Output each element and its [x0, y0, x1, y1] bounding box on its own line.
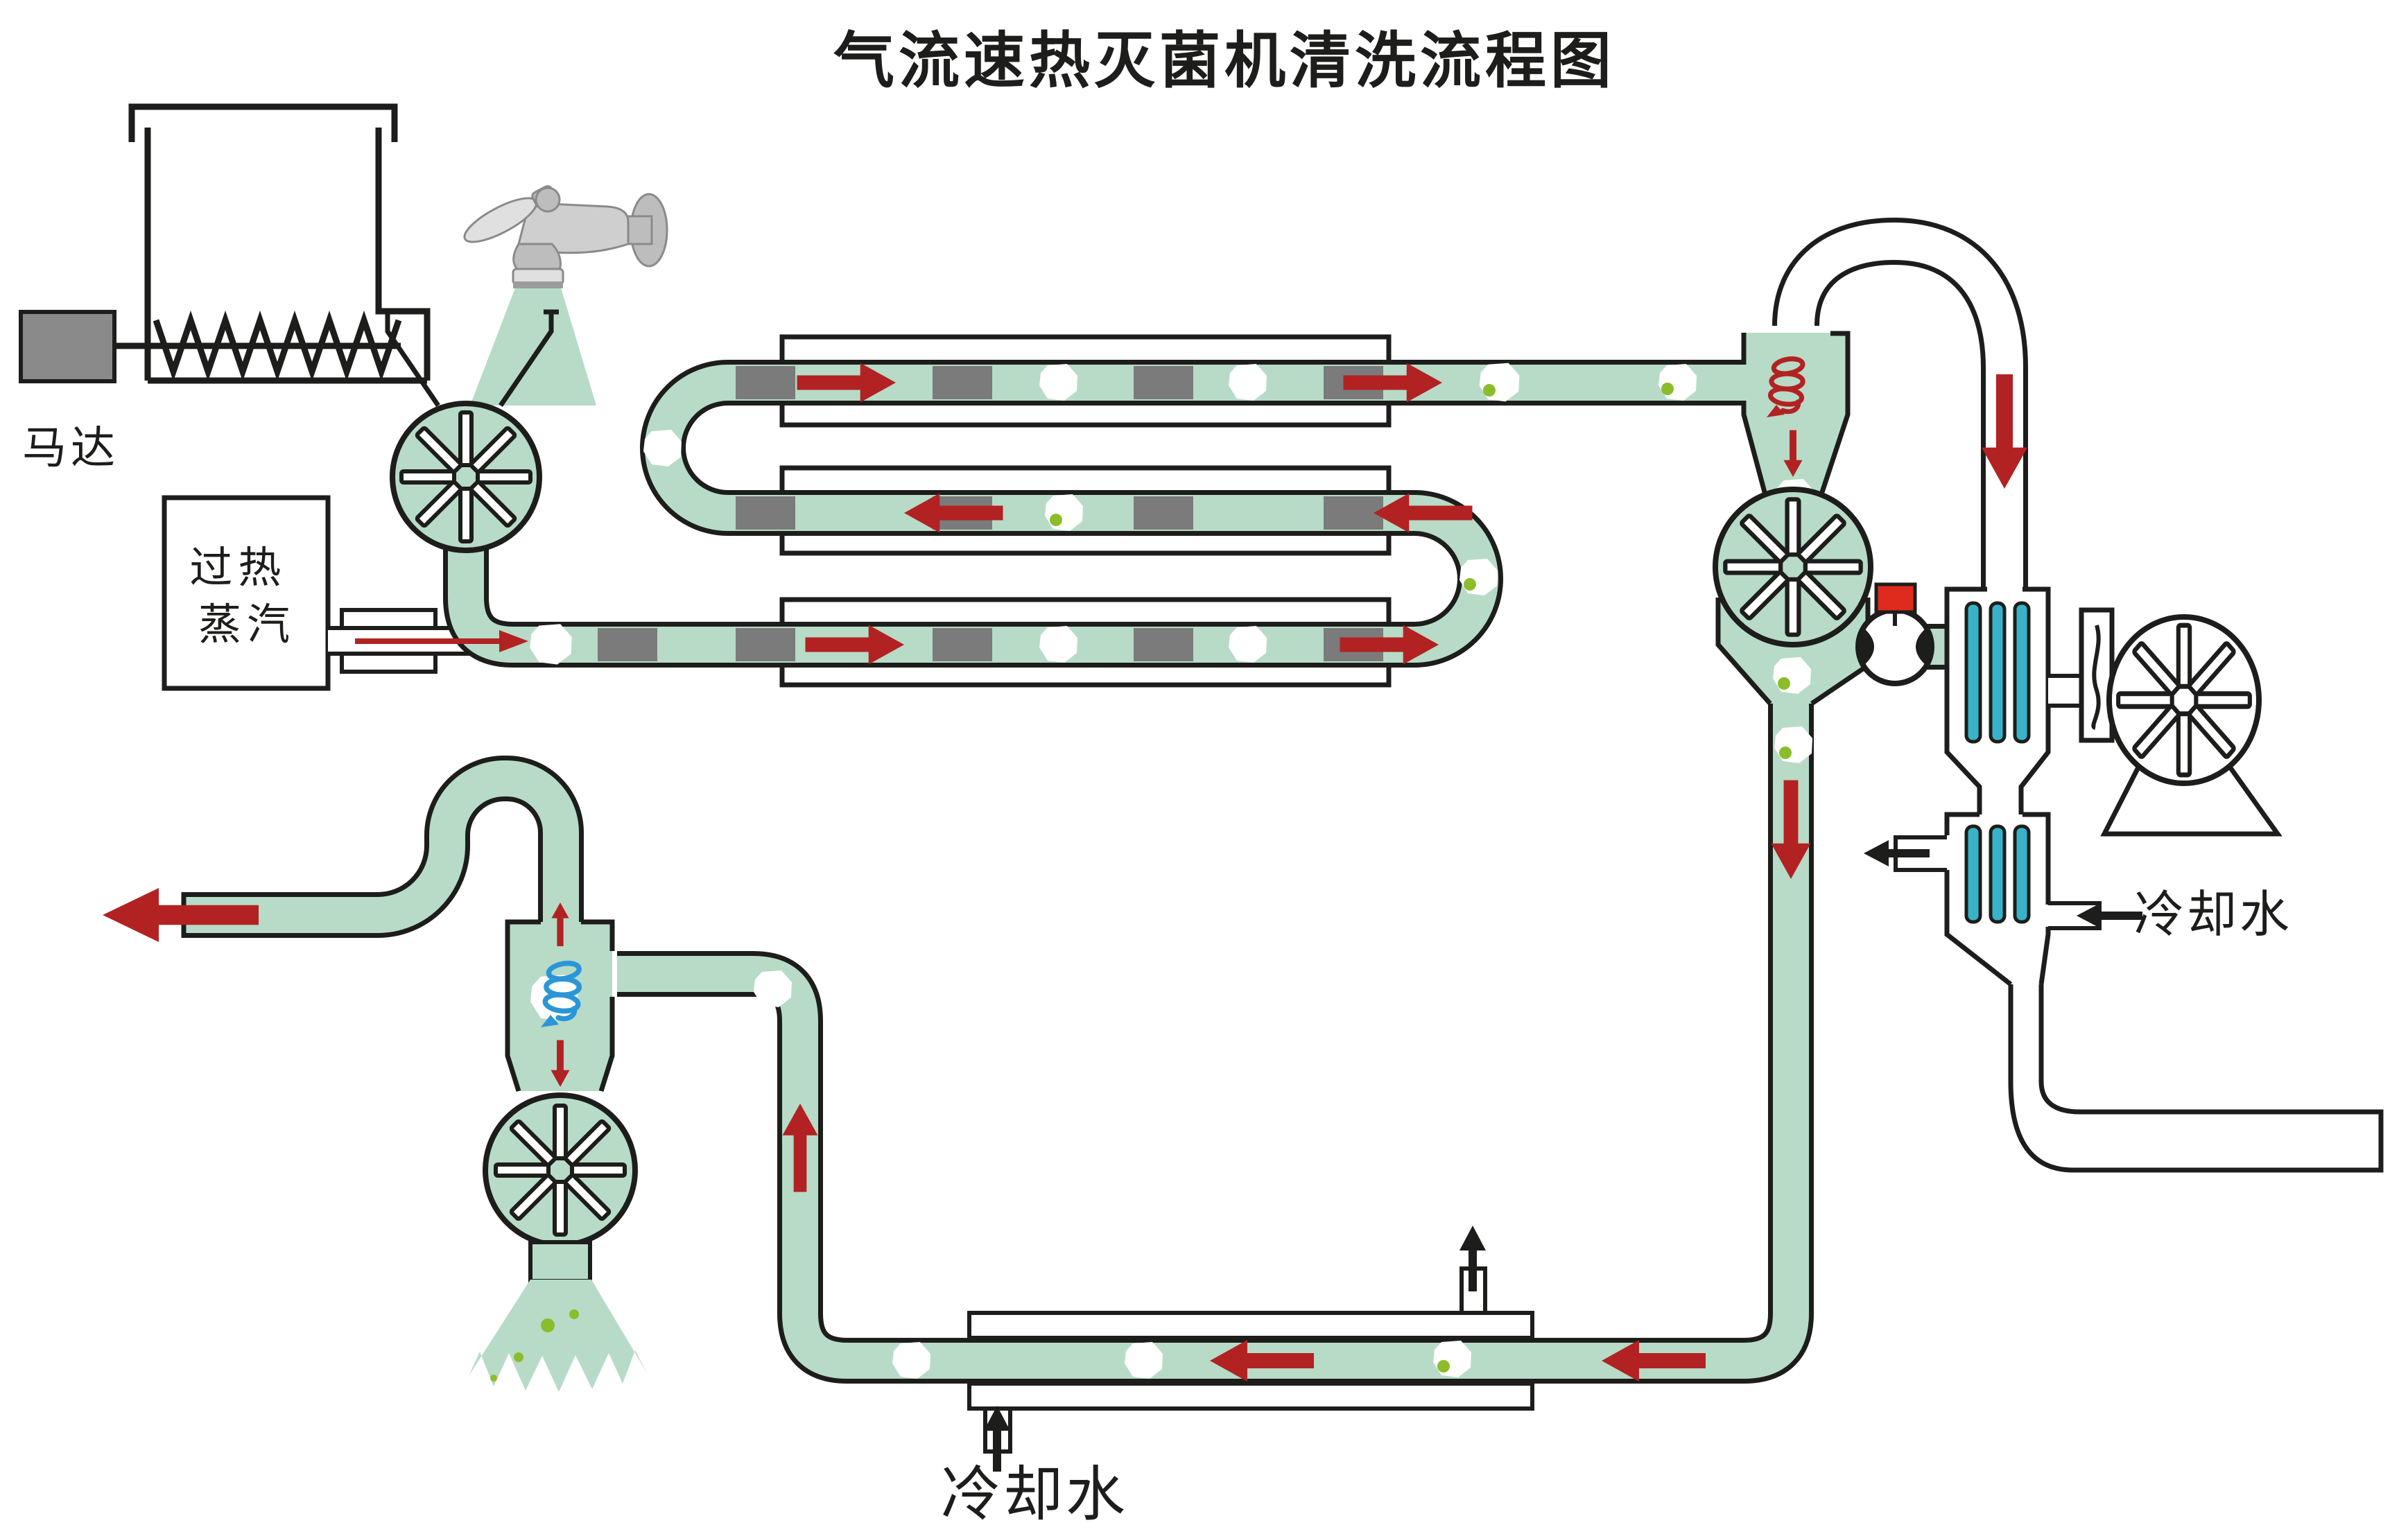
tube [2013, 601, 2031, 744]
motor-label: 马达 [22, 423, 119, 473]
steam-label: 过热 蒸汽 [189, 544, 304, 649]
droplet [541, 1318, 555, 1332]
blue-swirl-arrowhead [541, 1015, 559, 1027]
water-faucet [463, 185, 668, 288]
agitator-tank: 马达 [19, 103, 431, 473]
condenser-upper-edges [1944, 586, 2051, 814]
exhaust-section [103, 756, 648, 1392]
slug [1134, 496, 1193, 530]
cyclone-right-chamber [1744, 333, 1848, 492]
filter-wavy-line [2091, 625, 2101, 730]
discharge-neck [528, 1240, 592, 1283]
slug [933, 628, 992, 661]
valve-actuator [1874, 582, 1917, 614]
cyclone-left-edges [505, 919, 615, 1092]
droplet [1050, 514, 1062, 526]
cooling-water-label-bottom: 冷却水 [941, 1461, 1128, 1525]
cooling-water-label-right: 冷却水 [2134, 887, 2292, 943]
tube [1964, 601, 1982, 744]
droplet [1464, 578, 1476, 591]
slug [736, 496, 795, 530]
jacket-bottom-bar [967, 1382, 1534, 1411]
faucet-spout [512, 243, 562, 273]
screw-coil [153, 310, 402, 382]
droplet [514, 1352, 523, 1362]
return-piping [617, 686, 1814, 1384]
steam-flange-top [340, 608, 438, 630]
slug [1134, 628, 1193, 661]
right-assembly: 冷却水 [1772, 217, 2384, 1173]
slug [1134, 366, 1193, 399]
droplet [490, 1375, 497, 1382]
steam-box [162, 495, 331, 691]
tank-inner-shell [144, 128, 431, 384]
red-swirl-arrowhead [1767, 405, 1785, 417]
droplet [1661, 383, 1674, 395]
cyclone-right [1713, 331, 1934, 706]
slug [736, 366, 795, 399]
page-title: 气流速热灭菌机清洗流程图 [833, 26, 1616, 95]
drain-elbow-body [2011, 984, 2381, 1170]
bubbles-serpentine [530, 363, 1697, 665]
tube [1989, 601, 2007, 744]
pipe-to-filter [2048, 678, 2081, 704]
condenser-tubes [1964, 601, 2031, 924]
tube [1964, 824, 1982, 924]
droplet [1778, 677, 1790, 690]
feed-funnel [380, 309, 559, 407]
faucet-handle [463, 185, 561, 243]
slug [1324, 496, 1383, 530]
faucet-nozzle-rim [513, 281, 563, 288]
feed-section [380, 185, 668, 553]
slug [736, 628, 795, 661]
jacket-top-bar [967, 1311, 1534, 1340]
return-piping-marks: 冷却水 [754, 726, 1812, 1525]
steam-flange-bottom [340, 652, 438, 674]
discharge-spray [469, 1280, 648, 1392]
cyclone-right-edges [1741, 331, 1851, 494]
droplet [569, 1309, 579, 1319]
product-slugs [598, 366, 1383, 661]
motor-block [19, 310, 116, 383]
tube [2013, 824, 2031, 924]
condenser-lower-edges [1944, 812, 2051, 986]
valve-seat-right [1916, 627, 1933, 666]
slug [933, 366, 992, 399]
tank-outer-shell [128, 103, 398, 142]
droplet [1779, 747, 1792, 759]
tube [1989, 824, 2007, 924]
water-spray-cone [470, 272, 596, 406]
valve-seat-left [1857, 627, 1874, 666]
slug [598, 628, 657, 661]
droplet [1483, 384, 1496, 397]
droplet [1437, 1360, 1450, 1372]
drain-elbow-edges [2008, 984, 2384, 1173]
